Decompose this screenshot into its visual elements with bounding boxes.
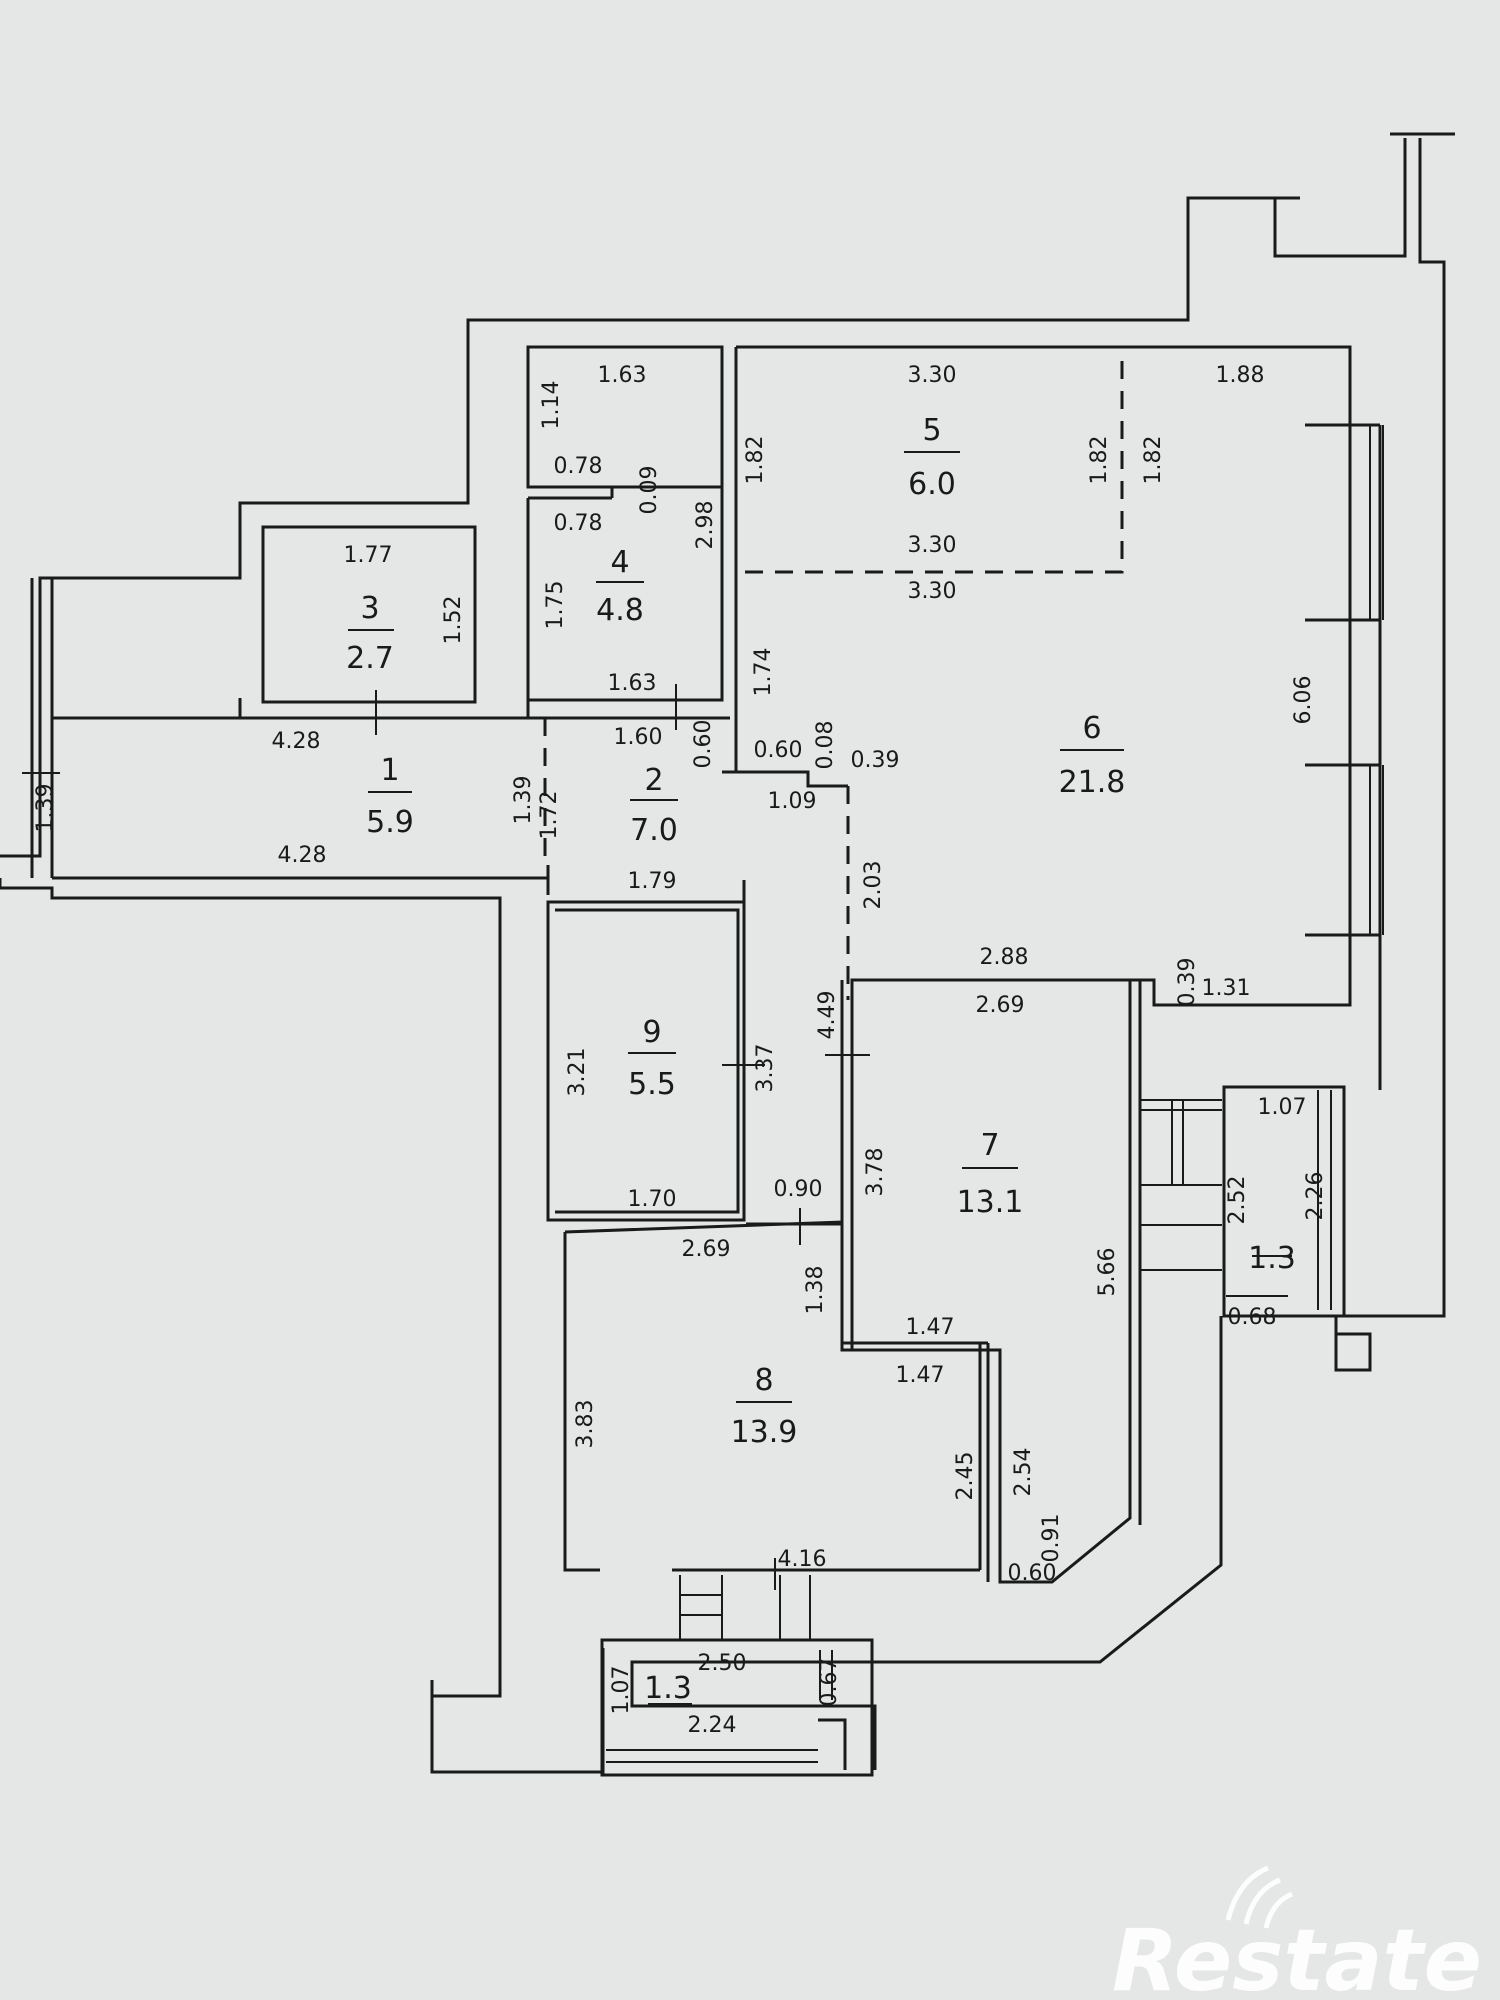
- dim-label: 2.69: [976, 993, 1025, 1018]
- dim-label: 0.78: [554, 511, 603, 536]
- dim-label: 1.82: [1141, 436, 1166, 485]
- room-1-area: 5.9: [366, 805, 414, 840]
- room-6-number: 6: [1082, 711, 1101, 746]
- dim-label: 4.28: [278, 843, 327, 868]
- dim-label: 3.37: [753, 1044, 778, 1093]
- dim-label: 2.26: [1303, 1172, 1328, 1221]
- dim-label: 2.45: [953, 1452, 978, 1501]
- dim-label: 1.31: [1202, 976, 1251, 1001]
- dim-label: 2.88: [980, 945, 1029, 970]
- dim-label: 1.72: [537, 791, 562, 840]
- watermark-logo: Restate: [1112, 1911, 1482, 2000]
- room-4-area: 4.8: [596, 593, 644, 628]
- dim-label: 4.16: [778, 1547, 827, 1572]
- dim-label: 1.63: [608, 671, 657, 696]
- dim-label: 3.83: [573, 1400, 598, 1449]
- dim-label: 3.30: [908, 533, 957, 558]
- room-7-number: 7: [980, 1128, 999, 1163]
- room-5-number: 5: [922, 413, 941, 448]
- dim-label: 1.79: [628, 869, 677, 894]
- dim-label: 0.09: [637, 466, 662, 515]
- dim-label: 1.07: [609, 1666, 634, 1715]
- dim-label: 1.63: [598, 363, 647, 388]
- room-4-number: 4: [610, 545, 629, 580]
- room-9-number: 9: [642, 1015, 661, 1050]
- dim-label: 1.75: [543, 581, 568, 630]
- room-7-area: 13.1: [957, 1185, 1024, 1220]
- dim-label: 1.88: [1216, 363, 1265, 388]
- dim-label: 1.82: [743, 436, 768, 485]
- dim-label: 1.07: [1258, 1095, 1307, 1120]
- dim-label: 1.82: [1087, 436, 1112, 485]
- dim-label: 2.54: [1011, 1448, 1036, 1497]
- dim-label: 2.24: [688, 1713, 737, 1738]
- dim-label: 3.21: [565, 1048, 590, 1097]
- dim-label: 1.77: [344, 543, 393, 568]
- dim-label: 0.39: [851, 748, 900, 773]
- dim-label: 3.30: [908, 363, 957, 388]
- dim-label: 2.50: [698, 1651, 747, 1676]
- dimension-labels: 1.63 1.14 0.78 0.09 0.78 2.98 1.75 1.63 …: [33, 363, 1328, 1738]
- dim-label: 1.14: [539, 381, 564, 430]
- room-2-area: 7.0: [630, 813, 678, 848]
- dim-label: 0.08: [813, 721, 838, 770]
- dim-label: 1.52: [441, 596, 466, 645]
- dim-label: 5.66: [1095, 1248, 1120, 1297]
- dim-label: 2.52: [1225, 1176, 1250, 1225]
- dim-label: 1.38: [803, 1266, 828, 1315]
- dim-label: 2.03: [861, 861, 886, 910]
- dim-label: 1.47: [906, 1315, 955, 1340]
- door-markers: [375, 684, 870, 1590]
- room-labels: 1 5.9 2 7.0 3 2.7 4 4.8 5 6.0 6 21.8 7 1…: [346, 413, 1296, 1706]
- dim-label: 0.78: [554, 454, 603, 479]
- dim-label: 0.39: [1175, 958, 1200, 1007]
- room-1-number: 1: [380, 753, 399, 788]
- dim-label: 0.91: [1039, 1514, 1064, 1563]
- dim-label: 1.39: [511, 776, 536, 825]
- dim-label: 0.60: [754, 738, 803, 763]
- dim-label: 2.69: [682, 1237, 731, 1262]
- dim-label: 0.90: [774, 1177, 823, 1202]
- dim-label: 1.60: [614, 725, 663, 750]
- dim-label: 1.09: [768, 789, 817, 814]
- room-3-number: 3: [360, 591, 379, 626]
- dim-label: 1.74: [751, 648, 776, 697]
- room-8-area: 13.9: [731, 1415, 798, 1450]
- walls: [0, 132, 1455, 1777]
- room-9-area: 5.5: [628, 1067, 676, 1102]
- room-3-area: 2.7: [346, 641, 394, 676]
- watermark: Restate: [1112, 1865, 1482, 2000]
- room-6-area: 21.8: [1059, 765, 1126, 800]
- dim-label: 0.67: [817, 1658, 842, 1707]
- room-8-number: 8: [754, 1363, 773, 1398]
- dim-label: 1.39: [33, 784, 58, 833]
- dim-label: 0.60: [1008, 1561, 1057, 1586]
- dashed-partitions: [543, 350, 1124, 1000]
- dim-label: 4.28: [272, 729, 321, 754]
- dim-label: 4.49: [815, 991, 840, 1040]
- room-5-area: 6.0: [908, 467, 956, 502]
- dim-label: 2.98: [693, 501, 718, 550]
- dim-label: 0.60: [691, 720, 716, 769]
- dim-label: 3.30: [908, 579, 957, 604]
- dim-label: 6.06: [1291, 676, 1316, 725]
- balcony-bottom-area: 1.3: [644, 1671, 692, 1706]
- room-2-number: 2: [644, 763, 663, 798]
- dim-label: 1.47: [896, 1363, 945, 1388]
- dim-label: 1.70: [628, 1187, 677, 1212]
- dim-label: 0.68: [1228, 1305, 1277, 1330]
- balcony-right-area: 1.3: [1248, 1241, 1296, 1276]
- dim-label: 3.78: [863, 1148, 888, 1197]
